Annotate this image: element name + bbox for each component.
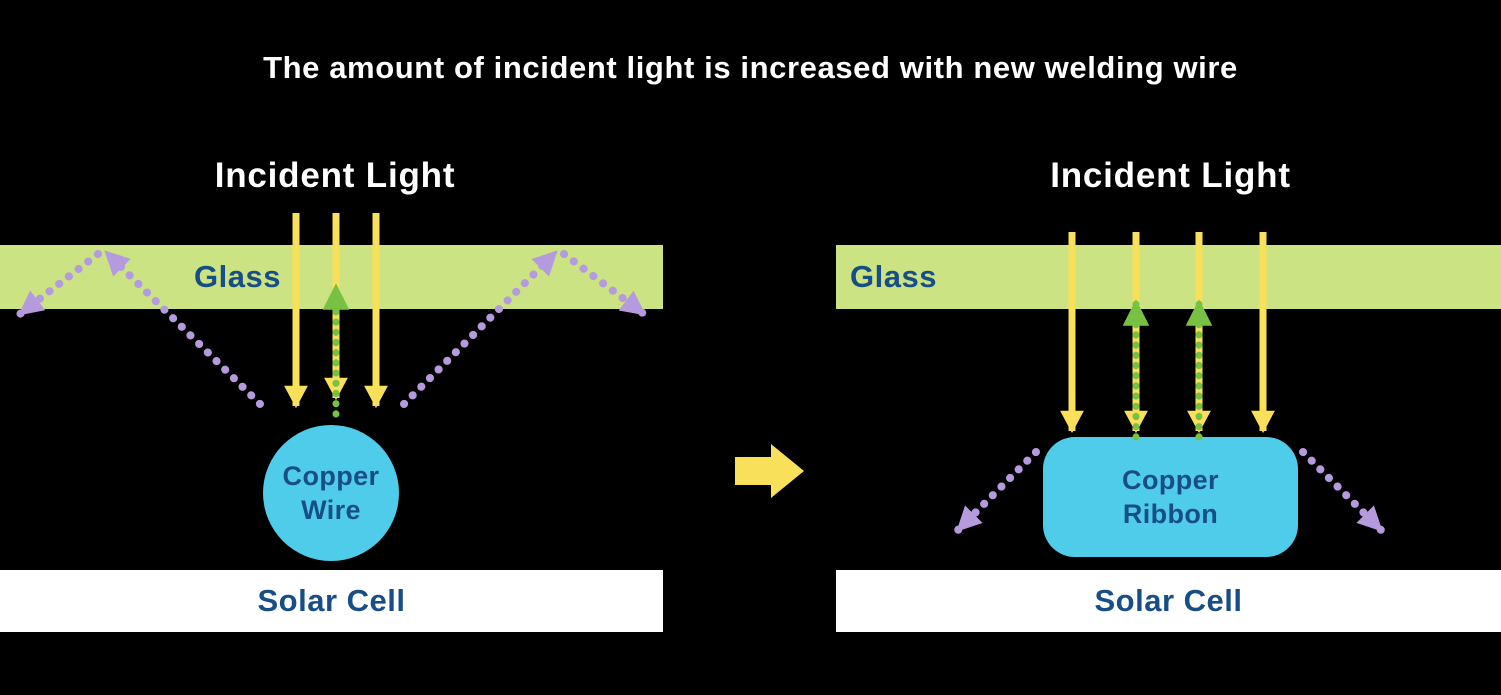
glass-layer-right: Glass	[836, 245, 1501, 309]
reflected-light-arrows-right	[1122, 298, 1213, 441]
scattered-light-arrow	[1299, 448, 1385, 534]
solar-cell-label-left: Solar Cell	[257, 583, 406, 618]
transition-arrow	[735, 444, 804, 498]
copper-wire-label-line2: Wire	[301, 495, 361, 525]
incident-light-heading-left: Incident Light	[214, 156, 456, 195]
incident-light-arrows-left	[284, 213, 388, 409]
incident-light-heading-right: Incident Light	[1050, 156, 1291, 195]
solar-cell-layer-right: Solar Cell	[836, 570, 1501, 632]
copper-ribbon-label: Copper Ribbon	[1122, 463, 1219, 531]
copper-wire-label: Copper Wire	[283, 459, 380, 527]
glass-layer-left: Glass	[0, 245, 663, 309]
copper-wire-shape: Copper Wire	[263, 425, 399, 561]
glass-label-left: Glass	[194, 259, 281, 294]
copper-ribbon-label-line1: Copper	[1122, 465, 1219, 495]
scattered-light-arrow	[954, 448, 1040, 534]
solar-cell-label-right: Solar Cell	[1094, 583, 1243, 618]
copper-ribbon-label-line2: Ribbon	[1122, 499, 1219, 529]
copper-wire-label-line1: Copper	[282, 461, 380, 491]
copper-ribbon-shape: Copper Ribbon	[1043, 437, 1298, 557]
glass-label-right: Glass	[850, 259, 937, 294]
solar-cell-layer-left: Solar Cell	[0, 570, 663, 632]
diagram-title: The amount of incident light is increase…	[263, 50, 1238, 85]
